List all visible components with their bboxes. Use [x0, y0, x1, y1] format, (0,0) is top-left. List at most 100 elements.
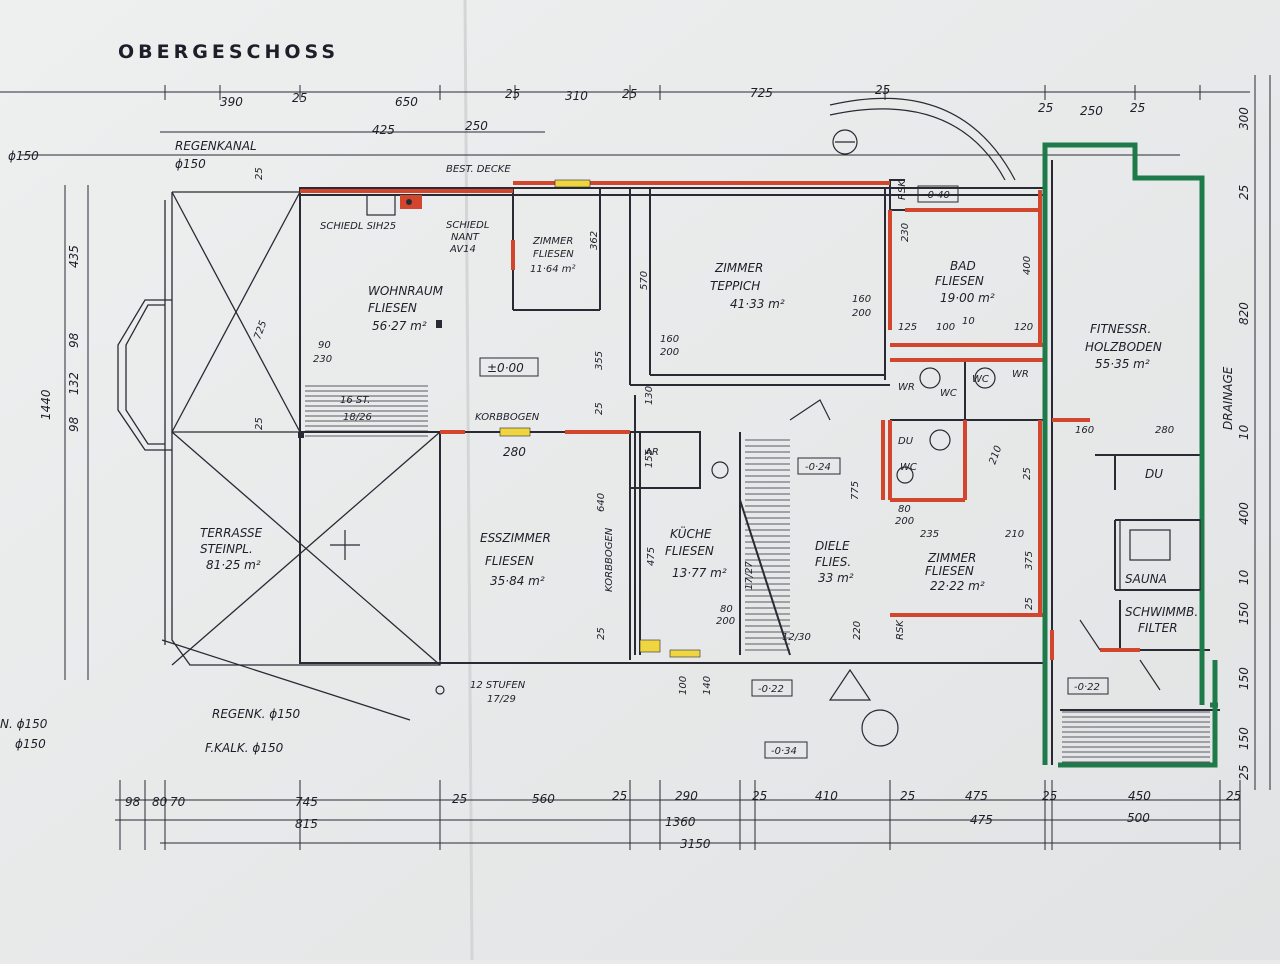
rsk2-label: RSK [895, 619, 906, 640]
diele-name: DIELE [815, 539, 850, 553]
diele-area: 33 m² [818, 571, 854, 585]
terrasse-area: 81·25 m² [206, 558, 261, 572]
dim-right: 25 [1237, 185, 1251, 200]
dim-bottom2: 815 [295, 817, 318, 831]
dim-bottom2: 475 [970, 813, 993, 827]
wc1-label: WC [940, 388, 957, 399]
zimmer-teppich-name: ZIMMER [714, 261, 763, 275]
stufen1b-label: 18/26 [343, 412, 372, 423]
level034-label: -0·34 [771, 746, 797, 757]
dim-bottom2: 500 [1127, 811, 1150, 825]
esszimmer-area: 35·84 m² [490, 574, 545, 588]
wc3-label: WC [900, 462, 917, 473]
diele-floor: FLIES. [815, 555, 851, 569]
schiedl4-label: AV14 [449, 244, 476, 255]
dim-top: 310 [565, 89, 588, 103]
dim-inner: 25 [1022, 467, 1033, 480]
level022a-box [751, 679, 793, 697]
dim-bottom1: 98 [125, 795, 141, 809]
dim-bottom1: 70 [170, 795, 186, 809]
dim-inner: 140 [702, 676, 713, 695]
stufen4-label: 12/30 [782, 632, 811, 643]
dim-inner: 230 [900, 223, 911, 242]
dim-bottom2: 1360 [665, 815, 696, 829]
korbbogen1-label: KORBBOGEN [475, 412, 540, 423]
fixtures [298, 97, 1201, 747]
sauna-label: SAUNA [1125, 572, 1167, 586]
esszimmer-floor: FLIESEN [485, 554, 534, 568]
phi150-left: ϕ150 [8, 149, 39, 163]
dim-bottom1: 450 [1128, 789, 1151, 803]
du-label: DU [898, 436, 914, 447]
bad-area: 19·00 m² [940, 291, 995, 305]
dim-inner: 25 [254, 417, 265, 430]
kueche-area: 13·77 m² [672, 566, 727, 580]
level022b-label: -0·22 [1074, 682, 1100, 693]
level022b-box [1067, 677, 1109, 695]
dim-left: 1440 [39, 389, 53, 420]
dim-inner: 355 [594, 351, 605, 370]
dim-inner: 220 [852, 621, 863, 640]
stufen3-label: 17/27 [744, 561, 755, 590]
dim-inner: 25 [596, 627, 607, 640]
dim-inner: 155 [644, 449, 655, 468]
schiedl3-label: NANT [451, 232, 480, 243]
wohnraum-floor: FLIESEN [368, 301, 417, 315]
dim-inner: 10 [962, 316, 975, 327]
dimension-lines [0, 75, 1271, 850]
dim-left: 132 [67, 372, 81, 395]
dim-bottom1: 25 [900, 789, 915, 803]
dim-top2: 425 [372, 123, 395, 137]
zimmer-lower-area: 22·22 m² [930, 579, 985, 593]
zimmer-small-name: ZIMMER [532, 236, 573, 247]
regenkanal-label: REGENKANAL [175, 139, 257, 153]
dim-top: 25 [292, 91, 307, 105]
dim-bottom1: 25 [1226, 789, 1241, 803]
dim-bottom1: 290 [675, 789, 698, 803]
dim-right: 10 [1237, 569, 1251, 585]
dim-inner: 230 [313, 354, 332, 365]
dim-inner: 640 [596, 493, 607, 512]
dim-inner: 200 [895, 516, 914, 527]
regenkanal-phi: ϕ150 [175, 157, 206, 171]
dim-bottom1: 560 [532, 792, 555, 806]
bad-floor: FLIESEN [935, 274, 984, 288]
stufen2b-label: 17/29 [487, 694, 516, 705]
wr1-label: WR [898, 382, 915, 393]
fkalk-label: F.KALK. ϕ150 [205, 741, 284, 755]
level022a-label: -0·22 [758, 684, 784, 695]
dim-top: 25 [875, 83, 890, 97]
stufen1-label: 16 ST. [340, 395, 370, 406]
regenk-label: REGENK. ϕ150 [212, 707, 300, 721]
level034-box [764, 741, 808, 759]
dim-top: 25 [622, 87, 637, 101]
dim-inner: 475 [646, 547, 657, 566]
kueche-name: KÜCHE [670, 525, 712, 541]
ar-label: AR [644, 447, 659, 458]
dim-inner: 200 [852, 308, 871, 319]
zimmer-teppich-floor: TEPPICH [710, 279, 760, 293]
zimmer-teppich-area: 41·33 m² [730, 297, 785, 311]
wr2-label: WR [1012, 369, 1029, 380]
dim-inner: 775 [850, 481, 861, 500]
left-note1: N. ϕ150 [0, 717, 48, 731]
dim-left: 435 [67, 245, 81, 268]
dim-top2: 250 [465, 119, 488, 133]
level040-label: -0·40 [924, 190, 950, 201]
dim-inner: 200 [716, 616, 735, 627]
dim-top: 25 [505, 87, 520, 101]
dim-inner: 280 [503, 445, 526, 459]
dim-right: 10 [1237, 424, 1251, 440]
dim-inner: 570 [639, 271, 650, 290]
dim-top: 25 [1038, 101, 1053, 115]
dim-inner: 160 [1075, 425, 1094, 436]
zimmer-small-area: 11·64 m² [530, 264, 576, 275]
wohnraum-name: WOHNRAUM [368, 284, 444, 298]
dim-bottom1: 25 [752, 789, 767, 803]
left-note2: ϕ150 [15, 737, 46, 751]
dim-bottom1: 475 [965, 789, 988, 803]
terrasse-name: TERRASSE [200, 526, 263, 540]
dim-inner: 25 [594, 402, 605, 415]
wohnraum-area: 56·27 m² [372, 319, 427, 333]
dim-bottom1: 25 [452, 792, 467, 806]
